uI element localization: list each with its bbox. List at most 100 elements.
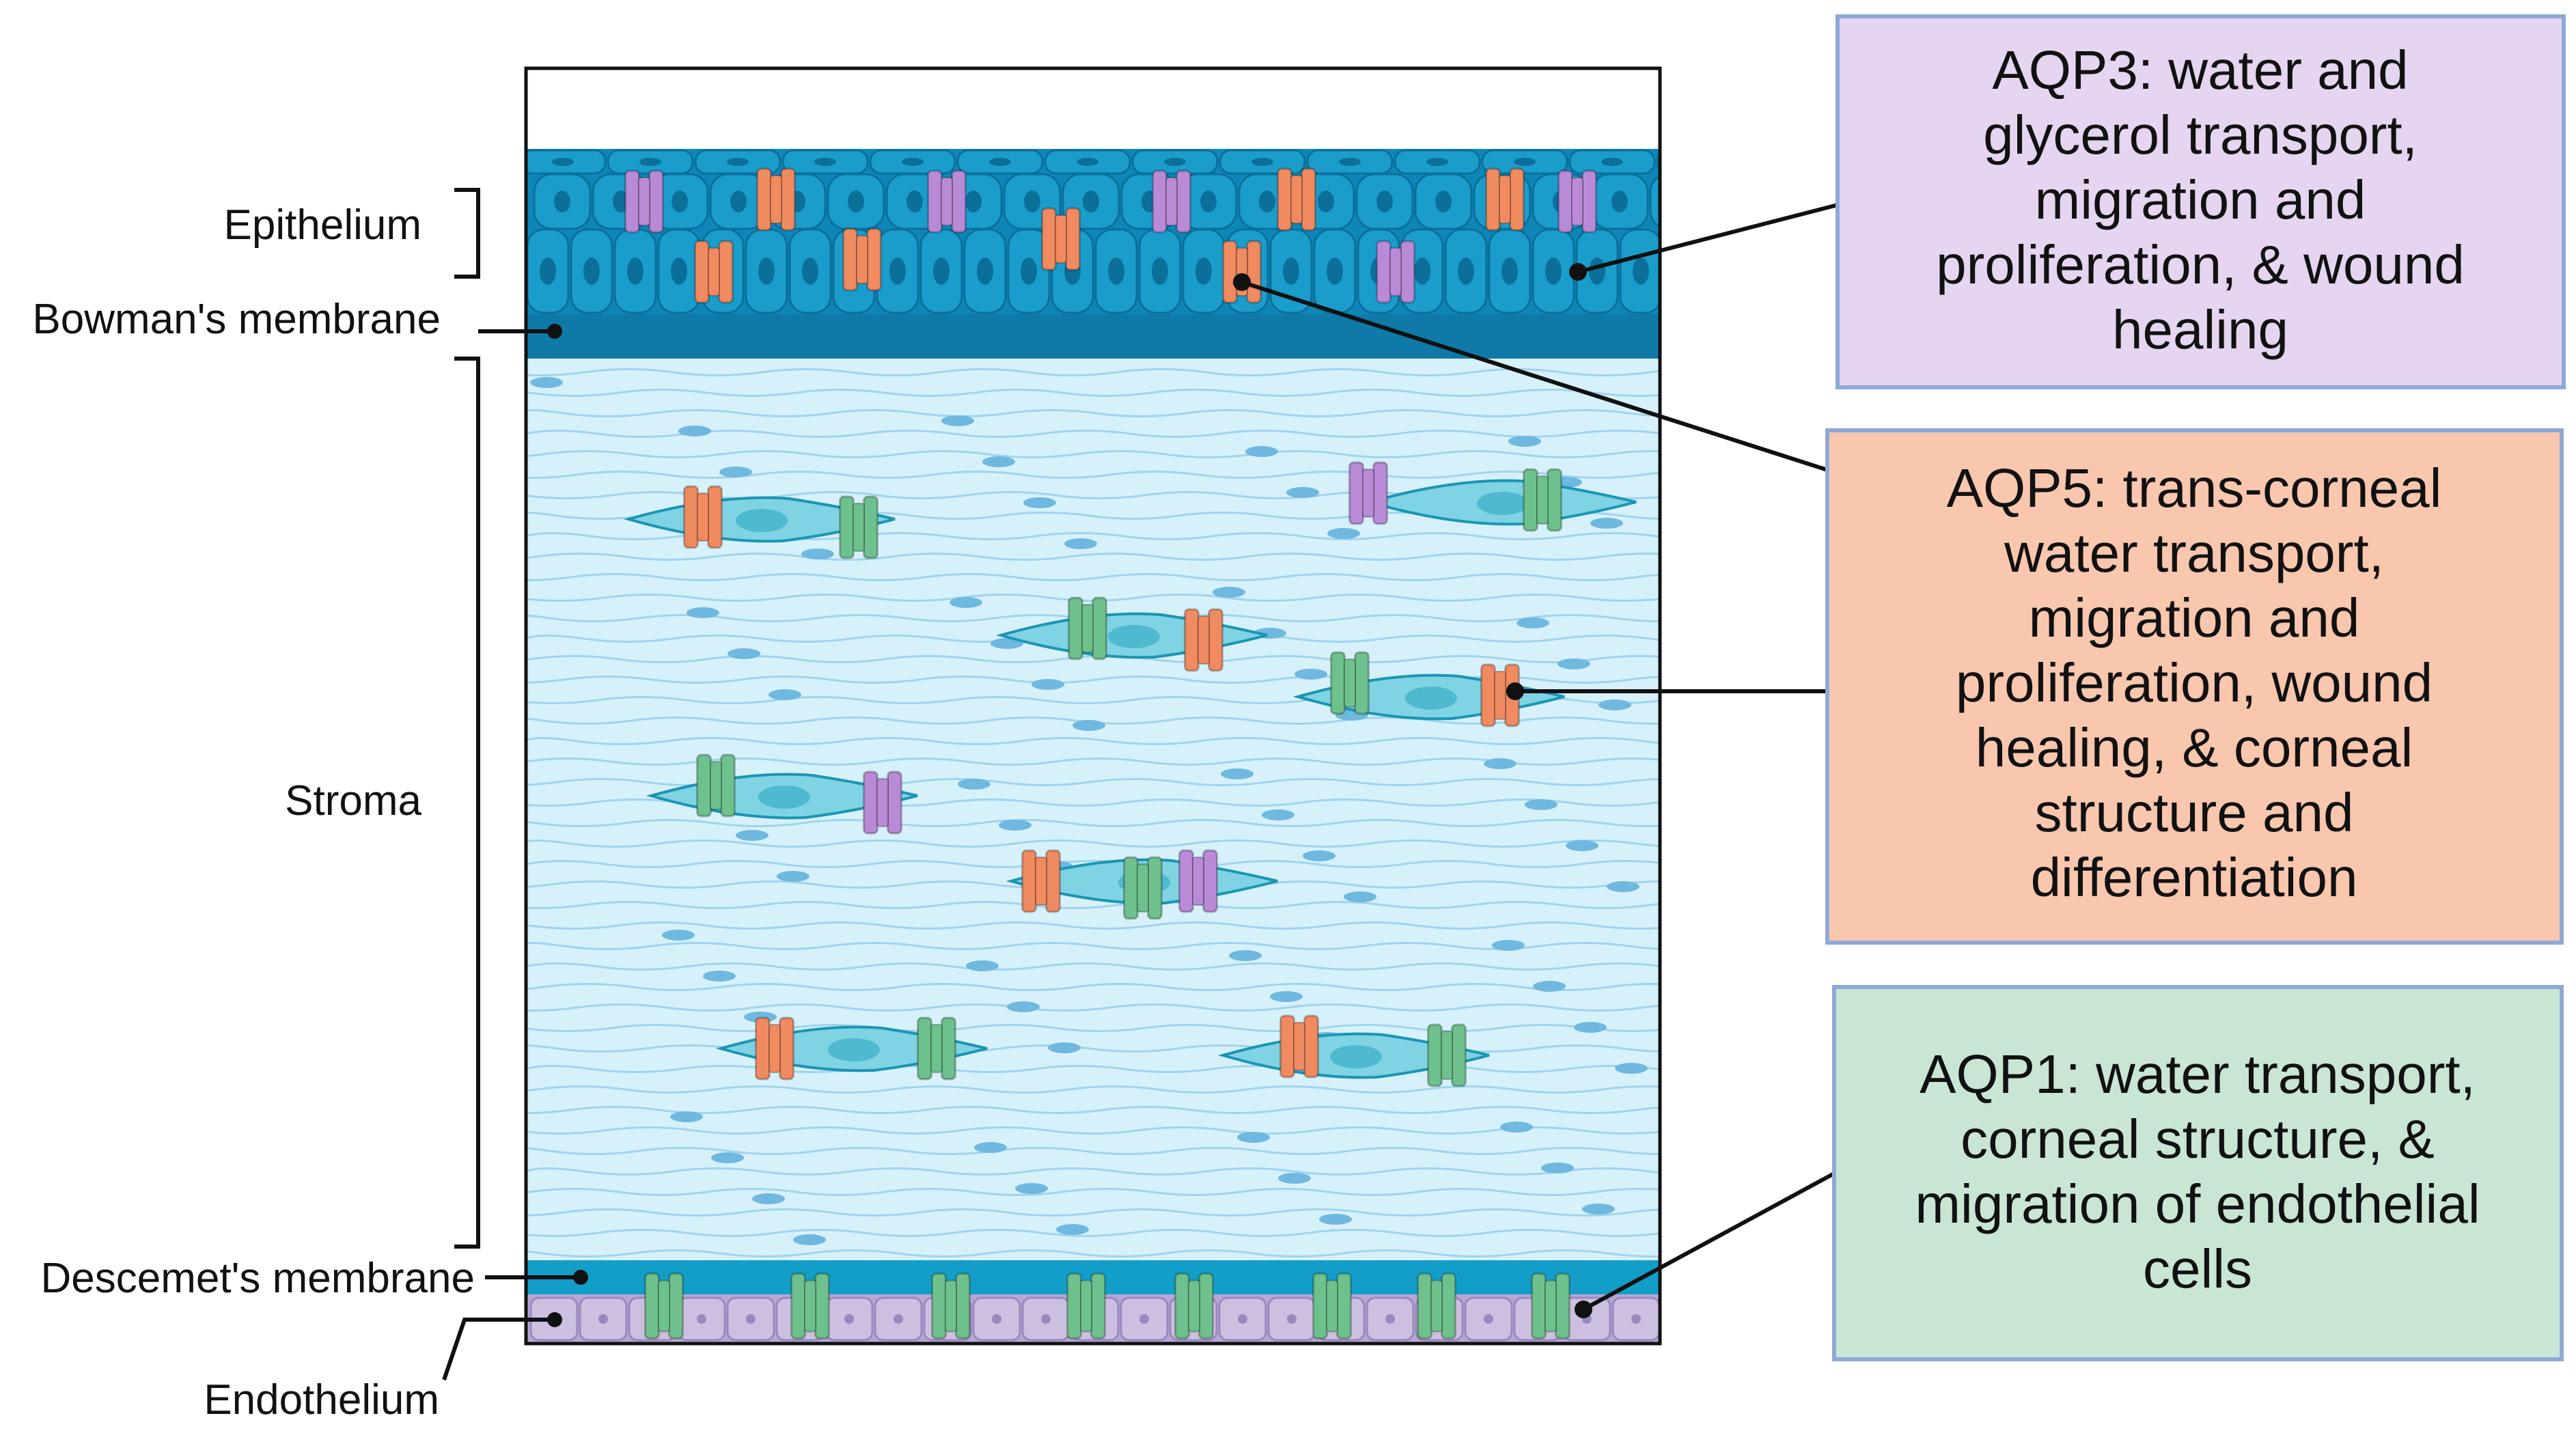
- stroma-nucleus: [1484, 758, 1516, 769]
- bowmans-membrane-dot: [547, 324, 562, 339]
- aqp5-channel: [768, 1024, 781, 1073]
- aqp3-channel: [1192, 857, 1204, 906]
- aqp1-channel: [668, 1273, 684, 1339]
- epithelium-nucleus: [1589, 258, 1605, 285]
- aqp5-channel: [779, 1016, 794, 1081]
- stroma-nucleus: [1303, 850, 1335, 861]
- aqp5-channel: [770, 175, 782, 224]
- stroma-nucleus: [678, 426, 711, 436]
- stroma-nucleus: [777, 871, 809, 882]
- aqp1-channel: [1326, 1279, 1338, 1333]
- aqp5-channel: [1197, 615, 1210, 665]
- stroma-nucleus: [958, 779, 991, 790]
- aqp1-channel: [1081, 604, 1094, 653]
- aqp5-line-3: migration and: [2029, 587, 2360, 648]
- aqp1-channel: [930, 1024, 943, 1073]
- keratocyte-nucleus: [1405, 686, 1457, 710]
- endothelium-nucleus: [1484, 1314, 1493, 1324]
- aqp5-stroma-dot: [1506, 682, 1524, 700]
- endothelium-nucleus: [1139, 1314, 1149, 1324]
- aqp1-channel: [1068, 596, 1083, 661]
- stroma-nucleus: [719, 467, 752, 477]
- stroma-nucleus: [1056, 1224, 1089, 1235]
- epithelium-nucleus: [727, 158, 749, 166]
- stroma-nucleus: [1533, 981, 1566, 992]
- aqp1-channel: [1547, 468, 1562, 532]
- aqp1-channel: [790, 1273, 806, 1339]
- stroma-fiber: [526, 1003, 1660, 1012]
- aqp1-channel: [710, 761, 722, 810]
- aqp5-epithelium-connector: [1241, 280, 1828, 472]
- epithelium-nucleus: [671, 191, 688, 212]
- epithelium-nucleus: [906, 191, 923, 212]
- epithelium-nucleus: [1689, 158, 1711, 166]
- epithelium-nucleus: [889, 258, 906, 285]
- stroma-nucleus: [768, 689, 801, 700]
- stroma-fiber: [526, 839, 1660, 848]
- aqp1-connector: [1582, 1171, 1836, 1311]
- descemets-membrane-label: Descemet's membrane: [41, 1255, 475, 1302]
- stroma-nucleus: [1574, 1022, 1607, 1033]
- epithelium-nucleus: [671, 258, 687, 285]
- endothelium-dot: [547, 1312, 562, 1327]
- endothelium-pointer: [442, 1318, 555, 1380]
- aqp1-channel: [1536, 475, 1549, 525]
- aqp3-channel: [1571, 177, 1583, 226]
- aqp5-channel: [780, 167, 796, 232]
- epithelium-nucleus: [1021, 258, 1037, 285]
- aqp1-channel: [1123, 856, 1139, 920]
- aqp5-channel: [1279, 1014, 1295, 1079]
- epithelium-nucleus: [1601, 158, 1623, 166]
- aqp5-channel: [1301, 167, 1316, 232]
- stroma-fiber: [526, 1249, 1660, 1258]
- endothelium-label: Endothelium: [204, 1376, 439, 1423]
- stroma-fiber: [526, 1208, 1660, 1217]
- aqp5-channel: [1065, 207, 1081, 271]
- endothelium-nucleus: [1680, 1314, 1690, 1324]
- aqp5-channel: [1290, 175, 1303, 224]
- epithelium-nucleus: [1083, 191, 1099, 212]
- aqp1-channel: [1344, 658, 1356, 708]
- stroma-nucleus: [1015, 1183, 1048, 1194]
- epithelium-nucleus: [1426, 158, 1448, 166]
- endothelium-nucleus: [992, 1314, 1001, 1324]
- epithelium-nucleus: [1376, 191, 1393, 212]
- epithelium-nucleus: [540, 258, 556, 285]
- stroma-fiber: [526, 921, 1660, 930]
- keratocyte-nucleus: [736, 509, 788, 532]
- endothelium-nucleus: [844, 1314, 854, 1324]
- stroma-label: Stroma: [285, 777, 421, 824]
- epithelium-nucleus: [1200, 191, 1217, 212]
- stroma-bracket: [454, 357, 480, 1249]
- stroma-fiber: [526, 450, 1660, 458]
- aqp1-channel: [1441, 1273, 1456, 1339]
- epithelium-nucleus: [583, 258, 600, 285]
- aqp3-channel: [941, 177, 953, 226]
- aqp1-box-frame: [1832, 985, 2564, 1361]
- aqp3-channel: [624, 169, 640, 234]
- epithelium-nucleus: [1024, 191, 1040, 212]
- aquaporin-channels: [624, 167, 1597, 1339]
- stroma-nucleus: [1598, 699, 1631, 710]
- aqp1-channel: [955, 1273, 971, 1339]
- epithelium-nucleus: [1327, 258, 1343, 285]
- stroma-nucleus: [1590, 518, 1623, 529]
- aqp3-dot: [1569, 263, 1587, 281]
- stroma-nucleus: [1023, 497, 1056, 508]
- aqp1-dot: [1575, 1301, 1592, 1318]
- epithelium-squamous-cell: [1656, 152, 1660, 171]
- aqp1-channel: [1174, 1273, 1190, 1339]
- aqp1-channel: [839, 495, 855, 559]
- descemets-membrane-dot: [573, 1270, 588, 1285]
- keratocyte-nucleus: [758, 786, 810, 809]
- aqp1-channel: [1441, 1031, 1453, 1080]
- aqp5-channel: [1041, 207, 1057, 271]
- epithelium-nucleus: [613, 191, 629, 212]
- epithelium-nucleus: [1633, 258, 1649, 285]
- aqp3-line-1: AQP3: water and: [1992, 40, 2408, 100]
- stroma-fiber: [526, 962, 1660, 971]
- aqp1-channel: [658, 1279, 670, 1333]
- aqp3-channel: [638, 177, 650, 226]
- aqp3-channel: [1152, 169, 1167, 234]
- aqp5-channel: [1303, 1014, 1319, 1079]
